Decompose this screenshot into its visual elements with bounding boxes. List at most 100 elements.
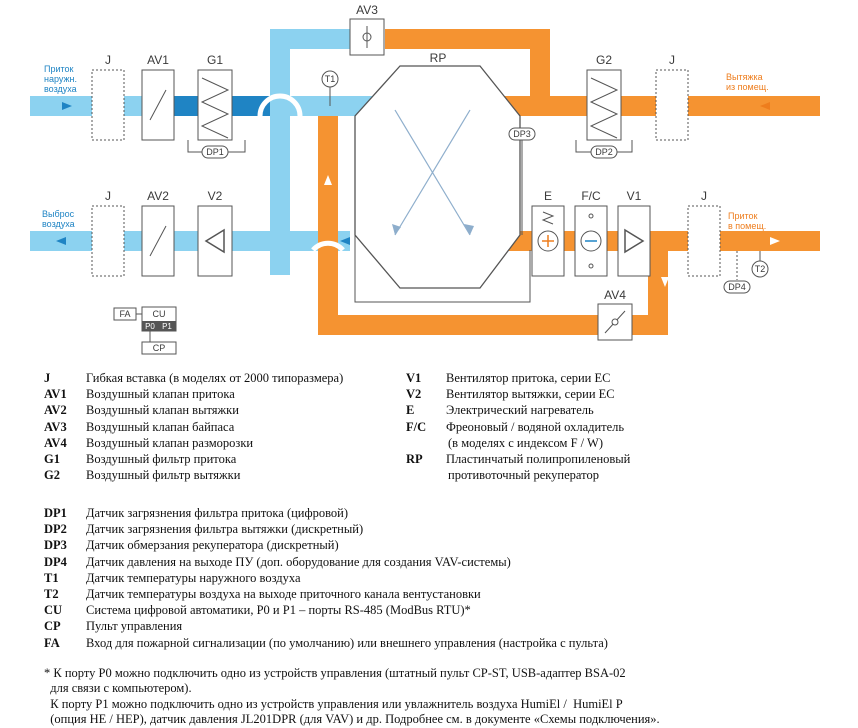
- defrost-riser-right-duct: [648, 241, 668, 335]
- flex-insert-j-3: [91, 205, 125, 277]
- legend-code: G1: [44, 452, 60, 467]
- outdoor-intake-label-1: Приток: [44, 64, 74, 74]
- fan-v1-symbol: [624, 228, 645, 254]
- legend-text: Воздушный клапан вытяжки: [86, 403, 239, 418]
- legend-item: DP3 Датчик обмерзания рекуператора (дискр…: [44, 537, 608, 553]
- j-label-3: J: [105, 189, 111, 203]
- extract-riser-duct: [530, 29, 550, 116]
- damper-av1-blade: [149, 89, 167, 121]
- filter-g1: [197, 69, 233, 141]
- intake-arrow: [62, 102, 72, 110]
- rp-arrow-head-2: [392, 224, 401, 235]
- cooler-fc-port-top: [588, 213, 594, 219]
- defrost-riser-duct: [318, 240, 338, 335]
- legend-text: Воздушный клапан разморозки: [86, 435, 254, 450]
- dp4-sensor: [723, 280, 751, 294]
- rp-label: RP: [430, 51, 447, 65]
- supply-up-arrow: [324, 175, 332, 185]
- legend-code: DP3: [44, 538, 67, 553]
- outdoor-intake-label-3: воздуха: [44, 84, 77, 94]
- defrost-down-arrow: [661, 277, 669, 287]
- legend-text: Воздушный фильтр вытяжки: [86, 468, 241, 483]
- exhaust-rp-arrow: [340, 237, 350, 245]
- legend-text: Вентилятор притока, серии ЕС: [446, 371, 611, 385]
- cooler-fc-port-bottom: [588, 263, 594, 269]
- legend-code: G2: [44, 468, 60, 483]
- bypass-riser-duct: [270, 29, 290, 275]
- footnote-line: (опция HE / HEP), датчик давления JL201D…: [44, 712, 660, 727]
- legend-continuation: (в моделях с индексом F / W): [448, 435, 603, 450]
- port-p1: [159, 321, 176, 331]
- legend-text: Датчик загрязнения фильтра вытяжки (диск…: [86, 522, 364, 537]
- legend-text: Пластинчатый полипропиленовый: [446, 452, 631, 467]
- legend-text: Вентилятор вытяжки, серии ЕС: [446, 387, 615, 402]
- legend-text: Датчик температуры наружного воздуха: [86, 570, 301, 585]
- flex-insert-j-4: [687, 205, 721, 277]
- dp3-sensor: [508, 127, 536, 141]
- legend-text: Система цифровой автоматики, P0 и P1 – п…: [86, 603, 471, 618]
- legend-text: Фреоновый / водяной охладитель: [446, 419, 625, 434]
- heater-e-zigzag: [541, 211, 555, 225]
- dp2-label: DP2: [595, 147, 613, 157]
- legend-code: CU: [44, 603, 63, 618]
- recuperator-rp: [354, 65, 521, 289]
- legend-code: E: [406, 403, 415, 418]
- dp1-label: DP1: [206, 147, 224, 157]
- dp3-label: DP3: [513, 129, 531, 139]
- supply-room-arrow: [770, 237, 780, 245]
- fa-label: FA: [119, 309, 130, 319]
- control-panel-cp: [141, 341, 177, 355]
- dp1-sensor: [201, 145, 229, 159]
- av4-label: AV4: [604, 288, 626, 302]
- legend-code: AV2: [44, 403, 67, 418]
- dp4-label: DP4: [728, 282, 746, 292]
- legend-text: Воздушный клапан байпаса: [86, 419, 235, 434]
- exhaust-label-1: Выброс: [42, 209, 75, 219]
- v2-label: V2: [208, 189, 223, 203]
- defrost-loop-line: [354, 235, 531, 303]
- t2-sensor: [751, 260, 769, 278]
- t1-label: T1: [325, 74, 336, 84]
- fan-v2-symbol: [204, 228, 225, 254]
- extract-label-2: из помещ.: [726, 82, 769, 92]
- supply-room-label-2: в помещ.: [728, 221, 766, 231]
- footnotes: * К порту P0 можно подключить одно из ус…: [44, 666, 660, 728]
- rp-flow-arrow-2: [394, 109, 471, 236]
- legend-code: F/C: [406, 419, 427, 434]
- cu-label: CU: [153, 309, 166, 319]
- legend-text: Датчик обмерзания рекуператора (дискретн…: [86, 538, 339, 553]
- flex-insert-j-1: [91, 69, 125, 141]
- legend-text: Датчик загрязнения фильтра притока (цифр…: [86, 506, 349, 520]
- exhaust-label-2: воздуха: [42, 219, 75, 229]
- footnote-line: К порту P1 можно подключить одно из устр…: [44, 696, 623, 711]
- bypass-orange-duct: [385, 29, 550, 49]
- e-label: E: [544, 189, 552, 203]
- legend-code: AV1: [44, 387, 67, 402]
- legend-code: T2: [44, 587, 59, 602]
- av3-label: AV3: [356, 3, 378, 17]
- p1-label: P1: [162, 322, 172, 331]
- legend-item: AV2 Воздушный клапан вытяжки: [44, 402, 343, 418]
- g1-label: G1: [207, 53, 223, 67]
- exhaust-outlet-duct: [30, 231, 350, 251]
- legend-continuation: противоточный рекуператор: [448, 468, 599, 483]
- v1-label: V1: [627, 189, 642, 203]
- legend-text: Гибкая вставка (в моделях от 2000 типора…: [86, 371, 344, 385]
- av1-label: AV1: [147, 53, 169, 67]
- legend-text: Воздушный клапан притока: [86, 387, 235, 402]
- outdoor-intake-label-2: наружн.: [44, 74, 77, 84]
- footnote-line: для связи с компьютером).: [44, 681, 192, 696]
- t2-label: T2: [755, 264, 766, 274]
